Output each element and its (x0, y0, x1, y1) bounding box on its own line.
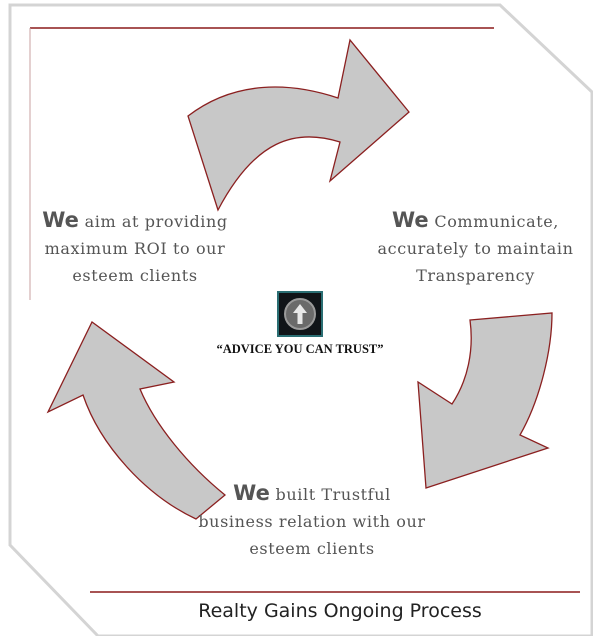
step-emphasis: We (392, 208, 429, 232)
step-line: Communicate, (434, 212, 559, 231)
step-line: Transparency (416, 266, 535, 285)
step-line: maximum ROI to our (44, 239, 226, 258)
diagram-title: Realty Gains Ongoing Process (198, 600, 482, 622)
step-emphasis: We (42, 208, 79, 232)
right-arrow (417, 312, 553, 489)
step-line: accurately to maintain (377, 239, 574, 258)
step-line: built Trustful (275, 485, 391, 504)
step-text-roi: We aim at providing maximum ROI to our e… (20, 207, 250, 289)
step-emphasis: We (233, 481, 270, 505)
step-text-trust: We built Trustful business relation with… (172, 480, 452, 562)
tagline: “ADVICE YOU CAN TRUST” (216, 342, 384, 356)
step-line: esteem clients (249, 539, 375, 558)
upward-arrow-circle-icon (277, 291, 323, 337)
step-line: business relation with our (198, 512, 426, 531)
top-arrow (187, 38, 410, 212)
step-line: aim at providing (84, 212, 228, 231)
step-text-communicate: We Communicate, accurately to maintain T… (358, 207, 593, 289)
left-arrow (46, 321, 227, 520)
step-line: esteem clients (72, 266, 198, 285)
